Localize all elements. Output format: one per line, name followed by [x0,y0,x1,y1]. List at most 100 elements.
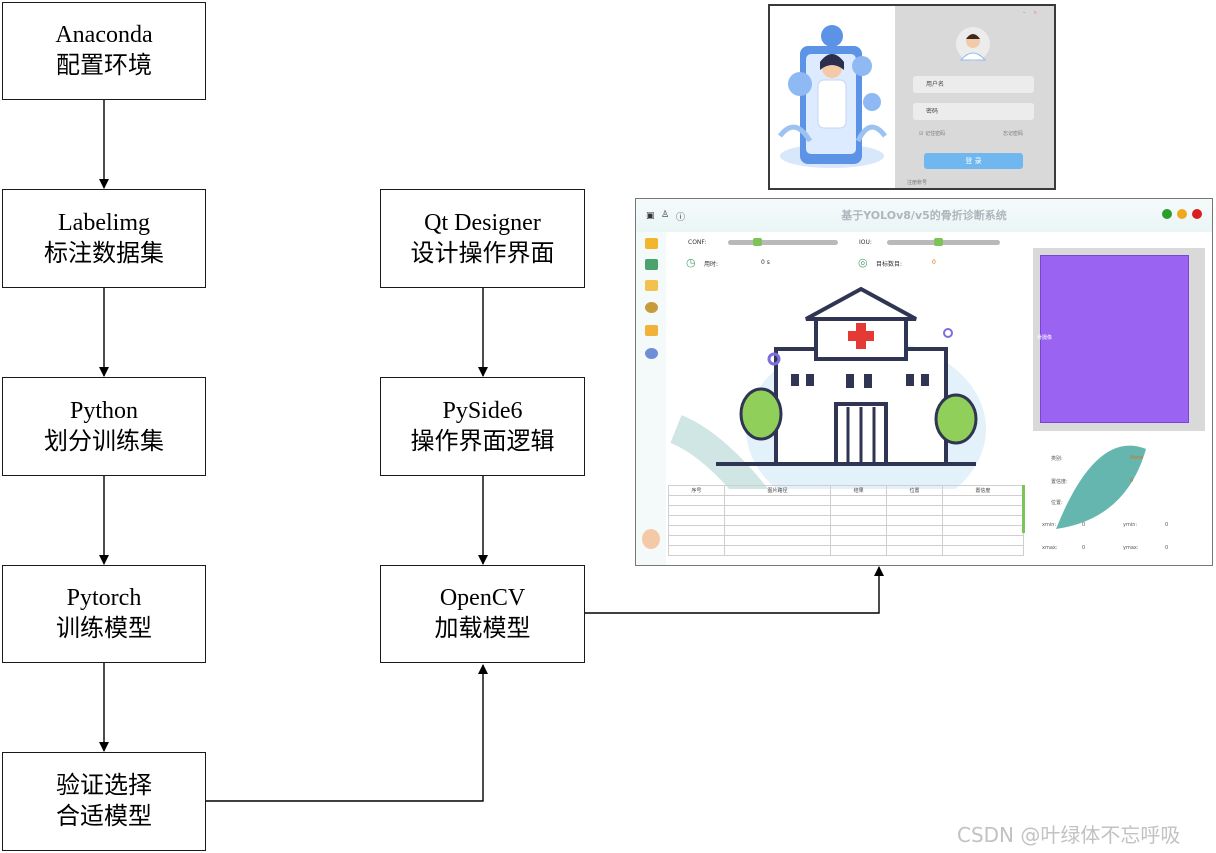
conf-label: CONF: [688,239,707,246]
table-header-row: 序号 图片路径 结果 位置 置信度 [668,485,1025,496]
image-display-panel: 骨摄像 [1033,248,1205,431]
step-title: OpenCV [439,585,526,611]
step-subtitle: 设计操作界面 [410,240,555,267]
step-labelimg: Labelimg 标注数据集 [2,189,206,288]
iou-slider[interactable] [887,238,1000,246]
xmin-label: xmin: [1042,522,1057,528]
login-illustration [770,6,895,188]
step-subtitle: 配置环境 [56,53,152,79]
xmax-value: 0 [1082,545,1086,551]
forgot-password-link[interactable]: 忘记密码 [1003,131,1024,137]
menu-icon[interactable] [645,238,658,249]
close-icon[interactable]: × [1033,10,1038,16]
step-validate-model: 验证选择 合适模型 [2,752,206,851]
ymax-label: ymax: [1123,545,1139,551]
step-pyside6: PySide6 操作界面逻辑 [380,377,585,476]
minimize-icon[interactable] [1177,209,1187,219]
table-header: 图片路径 [723,485,832,496]
step-title: Labelimg [58,209,150,236]
iou-label: IOU: [859,239,872,246]
close-icon[interactable] [1192,209,1202,219]
password-field[interactable]: 密码 [913,103,1034,120]
iou-slider-knob[interactable] [934,238,943,246]
arrow-opencv-to-ui [585,566,884,614]
step-subtitle: 训练模型 [56,616,152,642]
step-subtitle: 标注数据集 [44,240,164,267]
results-table: 序号 图片路径 结果 位置 置信度 [668,485,1025,556]
arrow-validate-to-opencv [206,664,488,802]
login-button[interactable]: 登 录 [924,153,1023,169]
clock-check-icon: ◷ [686,256,696,269]
table-scrollbar[interactable] [1022,485,1025,533]
remember-checkbox[interactable]: ☑ 记住密码 [919,131,946,137]
xmin-value: 0 [1082,522,1086,528]
watermark: CSDN @叶绿体不忘呼吸 [957,823,1181,847]
register-link[interactable]: 注册账号 [907,180,928,186]
camera-icon[interactable] [645,302,658,313]
step-python: Python 划分训练集 [2,377,206,476]
step-subtitle: 合适模型 [56,803,152,830]
class-label: 类别: [1051,456,1063,462]
save-icon[interactable]: ▣ [646,211,655,221]
step-subtitle: 划分训练集 [44,428,164,455]
window-title: 基于YOLOv8/v5的骨折诊断系统 [841,209,1007,222]
table-header: 结果 [830,485,888,496]
maximize-icon[interactable] [1162,209,1172,219]
doctor-avatar-icon [956,27,990,61]
confidence-value: 0 [1130,478,1134,484]
conf-slider-knob[interactable] [753,238,762,246]
step-anaconda: Anaconda 配置环境 [2,2,206,100]
settings-icon[interactable] [645,348,658,359]
table-row[interactable] [668,515,1025,526]
table-row[interactable] [668,505,1025,516]
info-icon[interactable]: ⓘ [676,213,686,223]
image-icon[interactable] [645,259,658,270]
conf-slider[interactable] [728,238,838,246]
ymin-value: 0 [1165,522,1169,528]
table-row[interactable] [668,545,1025,556]
target-count-value: 0 [932,259,936,266]
image-display-area [1040,255,1189,423]
hospital-illustration-icon [669,286,986,489]
table-row[interactable] [668,525,1025,536]
target-count-label: 目标数目: [876,261,903,268]
step-title: Anaconda [55,22,153,48]
camera-label: 骨摄像 [1037,335,1053,341]
title-bar [636,199,1212,232]
step-title: Qt Designer [424,209,541,236]
user-icon[interactable]: ♙ [661,210,670,220]
doctor-avatar-icon [642,529,660,549]
password-placeholder: 密码 [926,108,939,115]
doctor-illustration-icon [778,25,887,168]
step-subtitle: 操作界面逻辑 [410,428,555,455]
folder-icon[interactable] [645,280,658,291]
table-row[interactable] [668,495,1025,506]
main-window-screenshot: 基于YOLOv8/v5的骨折诊断系统 ▣ ♙ ⓘ CONF: IOU: ◷ 用时… [635,198,1213,566]
table-header: 位置 [886,485,943,496]
step-opencv: OpenCV 加载模型 [380,565,585,663]
xmax-label: xmax: [1042,545,1058,551]
sidebar [636,232,666,565]
confidence-label: 置信度: [1051,479,1068,485]
step-subtitle: 加载模型 [434,616,531,642]
step-title: 验证选择 [56,772,152,799]
step-title: Python [69,397,138,424]
login-window-screenshot: × – 用户名 密码 ☑ 记住密码 忘记密码 登 录 注册账号 [768,4,1056,190]
username-field[interactable]: 用户名 [913,76,1034,93]
ymin-label: ymin: [1123,522,1138,528]
step-title: Pytorch [66,585,142,611]
minimize-icon[interactable]: – [1023,10,1026,16]
step-pytorch: Pytorch 训练模型 [2,565,206,663]
table-header: 序号 [668,485,725,496]
video-icon[interactable] [645,325,658,336]
target-icon: ◎ [858,256,868,269]
results-label[interactable]: 所有目标 [1051,436,1072,442]
step-qt-designer: Qt Designer 设计操作界面 [380,189,585,288]
username-placeholder: 用户名 [926,81,945,88]
class-value: None [1130,455,1144,461]
leaf-decoration-icon [1056,445,1146,529]
login-form: × – 用户名 密码 ☑ 记住密码 忘记密码 登 录 注册账号 [895,6,1054,188]
table-row[interactable] [668,535,1025,546]
table-header: 置信度 [941,485,1025,496]
